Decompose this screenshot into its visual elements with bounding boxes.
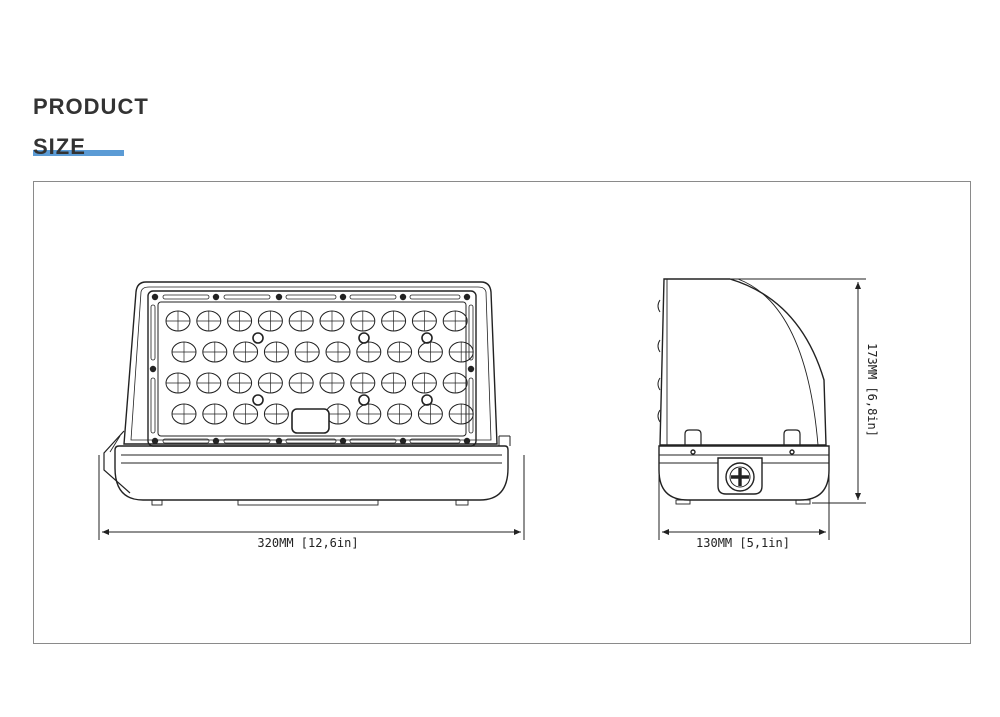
section-heading: PRODUCT SIZE [33,94,333,160]
led-lens-grid [165,310,474,425]
side-height-label: 173MM [6,8in] [865,343,879,437]
heading-size-wrap: SIZE [33,134,333,160]
heading-size: SIZE [33,134,86,159]
led-panel-screws [252,332,433,406]
side-housing-outline [659,278,827,446]
heading-product: PRODUCT [33,94,149,119]
panel-slots [150,294,474,444]
panel-screws [149,293,475,445]
side-view [657,278,830,505]
diagram-frame [33,181,971,644]
front-view [103,281,511,506]
front-base [114,445,509,501]
side-height-dimension [730,278,866,504]
front-width-dimension [98,455,525,540]
sensor-window [291,408,330,434]
front-housing-outline [123,281,498,445]
side-depth-dimension [658,470,830,540]
side-depth-label: 130MM [5,1in] [696,536,790,550]
heading-accent-bar [33,150,124,156]
front-width-label: 320MM [12,6in] [257,536,358,550]
right-tab [498,435,511,446]
left-bracket [103,430,131,494]
